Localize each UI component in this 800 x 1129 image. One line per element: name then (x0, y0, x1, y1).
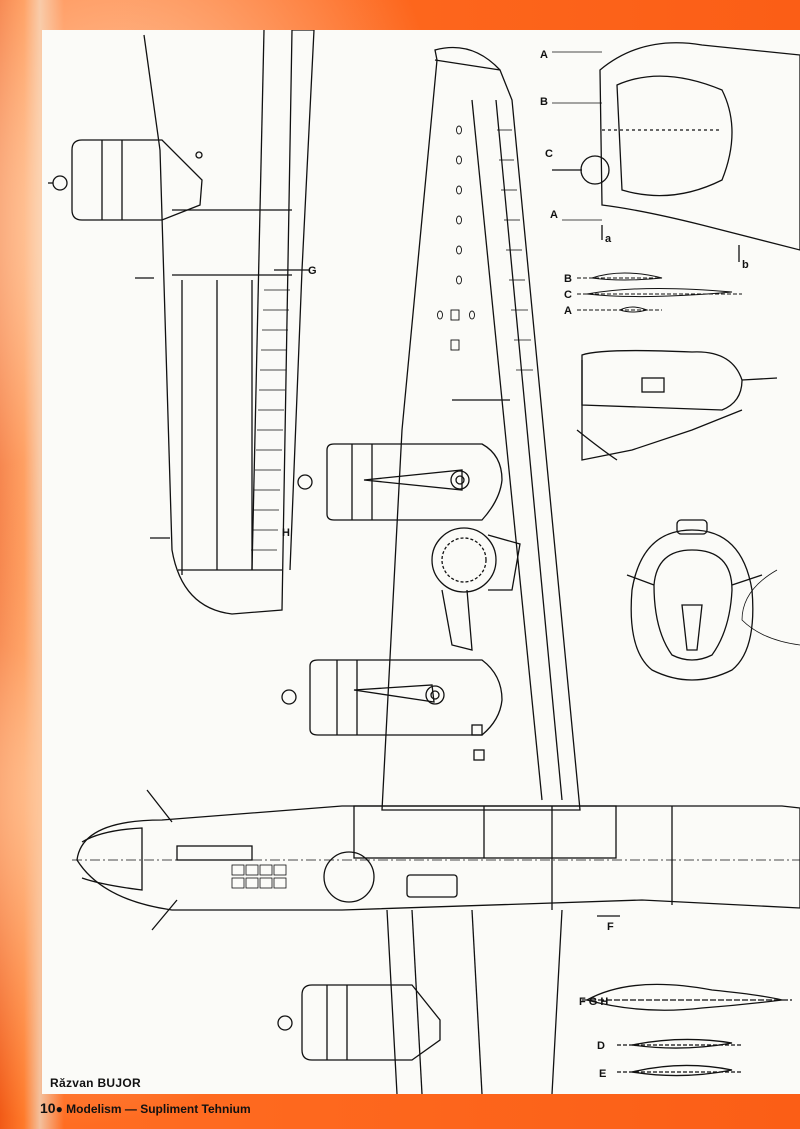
bullet-icon: ● (55, 1102, 63, 1116)
lower-wing-drawing (277, 909, 563, 1094)
label-profile-b: B (564, 273, 572, 285)
right-wing-drawing (281, 46, 581, 811)
front-view-drawing (626, 519, 800, 681)
label-wing-g: G (308, 265, 317, 277)
label-b-top: B (540, 96, 548, 108)
label-c-top: C (545, 148, 553, 160)
fuselage-drawing (72, 789, 800, 931)
label-profile-c: C (564, 289, 572, 301)
label-profile-e: E (599, 1068, 606, 1080)
label-a-low: A (550, 209, 558, 221)
drawing-labels: A B C A a b B C A G H F F G H D E (282, 49, 749, 1080)
label-profile-a: A (564, 305, 572, 317)
page-footer: 10● Modelism — Supliment Tehnium (40, 1100, 251, 1116)
nose-turret-drawing (576, 349, 778, 461)
label-view-b: b (742, 259, 749, 271)
label-a-top: A (540, 49, 548, 61)
blueprint-sheet: A B C A a b B C A G H F F G H D E Răzvan… (42, 30, 800, 1094)
label-fuselage-f: F (607, 921, 614, 933)
author-credit: Răzvan BUJOR (50, 1076, 141, 1090)
magazine-name: Modelism (66, 1102, 122, 1116)
supplement-name: Supliment Tehnium (140, 1102, 251, 1116)
lower-airfoils-drawing (582, 983, 792, 1077)
left-wing-drawing (48, 30, 315, 615)
cockpit-section-drawing (552, 42, 800, 262)
label-view-a: a (605, 233, 612, 245)
footer-dash: — (124, 1102, 137, 1116)
aircraft-drawing: A B C A a b B C A G H F F G H D E (48, 30, 800, 1094)
label-profile-fgh: F G H (579, 996, 608, 1008)
label-profile-d: D (597, 1040, 605, 1052)
page-number: 10 (40, 1100, 56, 1116)
airfoil-profiles-drawing (577, 272, 742, 313)
label-wing-h: H (282, 527, 290, 539)
